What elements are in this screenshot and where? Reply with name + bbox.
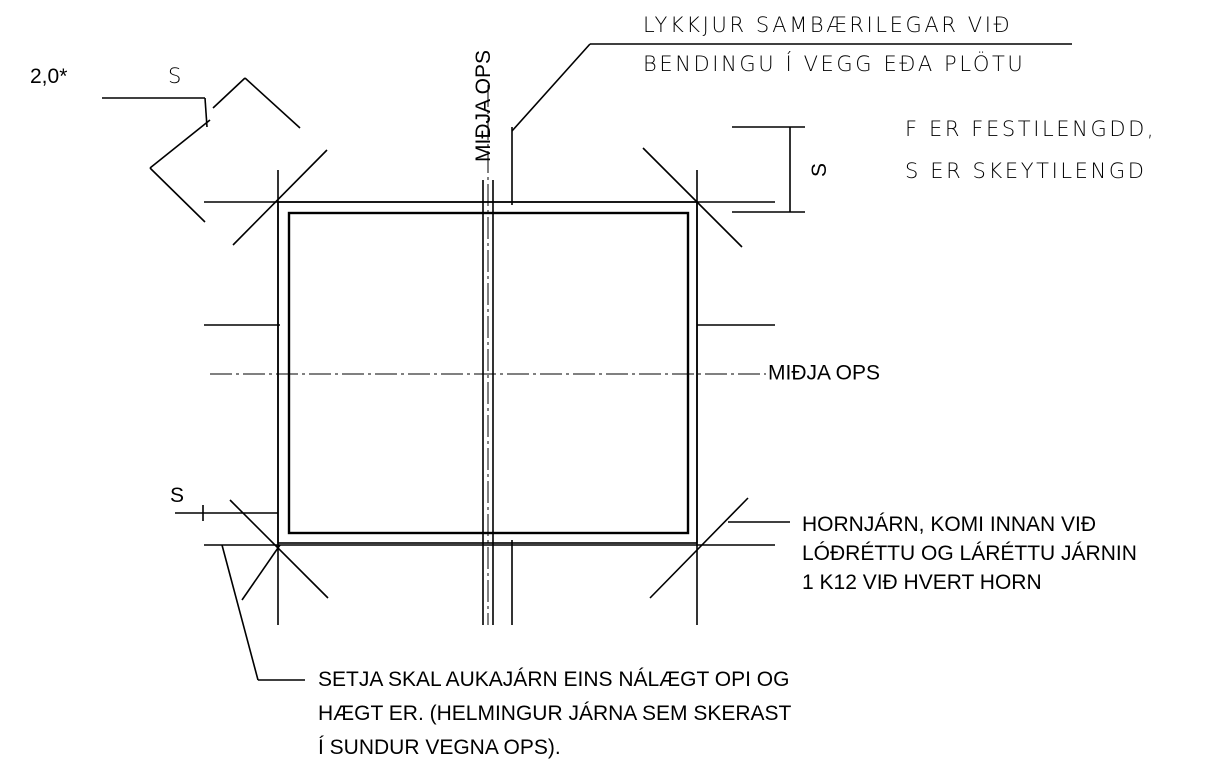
- extra-bars-leader: [221, 544, 305, 681]
- corner-bar-note-line1: HORNJÁRN, KOMI INNAN VIÐ: [802, 513, 1096, 536]
- s-label-bottom-left: S: [170, 484, 184, 507]
- s-label-top-left: S: [168, 64, 184, 88]
- legend-f: F ER FESTILENGDD,: [905, 117, 1156, 141]
- legend-s: S ER SKEYTILENGD: [905, 159, 1146, 183]
- loops-note-line2: BENDINGU Í VEGG EÐA PLÖTU: [643, 50, 1025, 76]
- center-label-vertical: MIÐJA OPS: [472, 50, 495, 162]
- right-s-dimension: [732, 126, 805, 213]
- loops-note-leader: [511, 43, 1072, 132]
- loops-note-line1: LYKKJUR SAMBÆRILEGAR VIÐ: [643, 13, 1012, 37]
- bottom-left-s-dimension: [175, 505, 278, 521]
- corner-bars: [229, 147, 749, 599]
- extra-bars-note-line3: Í SUNDUR VEGNA OPS).: [318, 736, 561, 759]
- top-left-dimension: [102, 77, 301, 223]
- corner-bar-note-line3: 1 K12 VIÐ HVERT HORN: [802, 571, 1042, 594]
- s-label-right-dimension: S: [808, 163, 831, 177]
- center-label-horizontal: MIÐJA OPS: [768, 362, 880, 385]
- dim-label-2-0: 2,0*: [30, 65, 67, 88]
- corner-bar-note-line2: LÓÐRÉTTU OG LÁRÉTTU JÁRNIN: [802, 542, 1137, 565]
- extra-bars-note-line2: HÆGT ER. (HELMINGUR JÁRNA SEM SKERAST: [318, 702, 792, 725]
- extra-bars-note-line1: SETJA SKAL AUKAJÁRN EINS NÁLÆGT OPI OG: [318, 668, 789, 691]
